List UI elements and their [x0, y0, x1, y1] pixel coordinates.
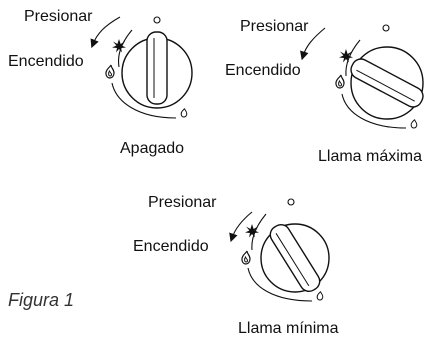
off-marker-icon [382, 24, 390, 32]
flame-high-icon [105, 64, 115, 79]
knob-handle [146, 31, 168, 105]
knob-handle [269, 224, 321, 292]
arc-bottom [111, 82, 177, 119]
arc-bottom [247, 267, 313, 302]
press-label-2: Presionar [240, 18, 309, 35]
dial-caption-max: Llama máxima [318, 148, 423, 165]
flame-high-icon [241, 250, 251, 265]
flame-low-icon [180, 108, 188, 118]
arc-top [345, 39, 361, 77]
dial-caption-min: Llama mínima [238, 320, 339, 337]
press-label-3: Presionar [148, 194, 217, 211]
arc-bottom [341, 93, 407, 129]
press-arrow [300, 27, 326, 61]
press-arrow [90, 16, 121, 49]
dial-caption-off: Apagado [120, 140, 185, 157]
flame-low-icon [316, 291, 324, 301]
dial-off [90, 16, 193, 119]
ignition-label-3: Encendido [133, 238, 209, 255]
spark-icon [245, 224, 259, 238]
ignition-label-1: Encendido [8, 53, 84, 70]
ignition-label-2: Encendido [225, 62, 301, 79]
knob-handle [350, 58, 424, 108]
flame-low-icon [410, 119, 418, 129]
flame-high-icon [335, 74, 345, 89]
press-arrow [229, 211, 253, 243]
off-marker-icon [287, 198, 295, 206]
arc-top [117, 29, 133, 68]
figure-label: Figura 1 [8, 290, 75, 310]
spark-icon [339, 49, 353, 63]
dial-max [300, 24, 424, 129]
press-label-1: Presionar [24, 8, 93, 25]
arc-top [251, 213, 267, 251]
off-marker-icon [153, 16, 161, 24]
dial-min [229, 198, 330, 302]
